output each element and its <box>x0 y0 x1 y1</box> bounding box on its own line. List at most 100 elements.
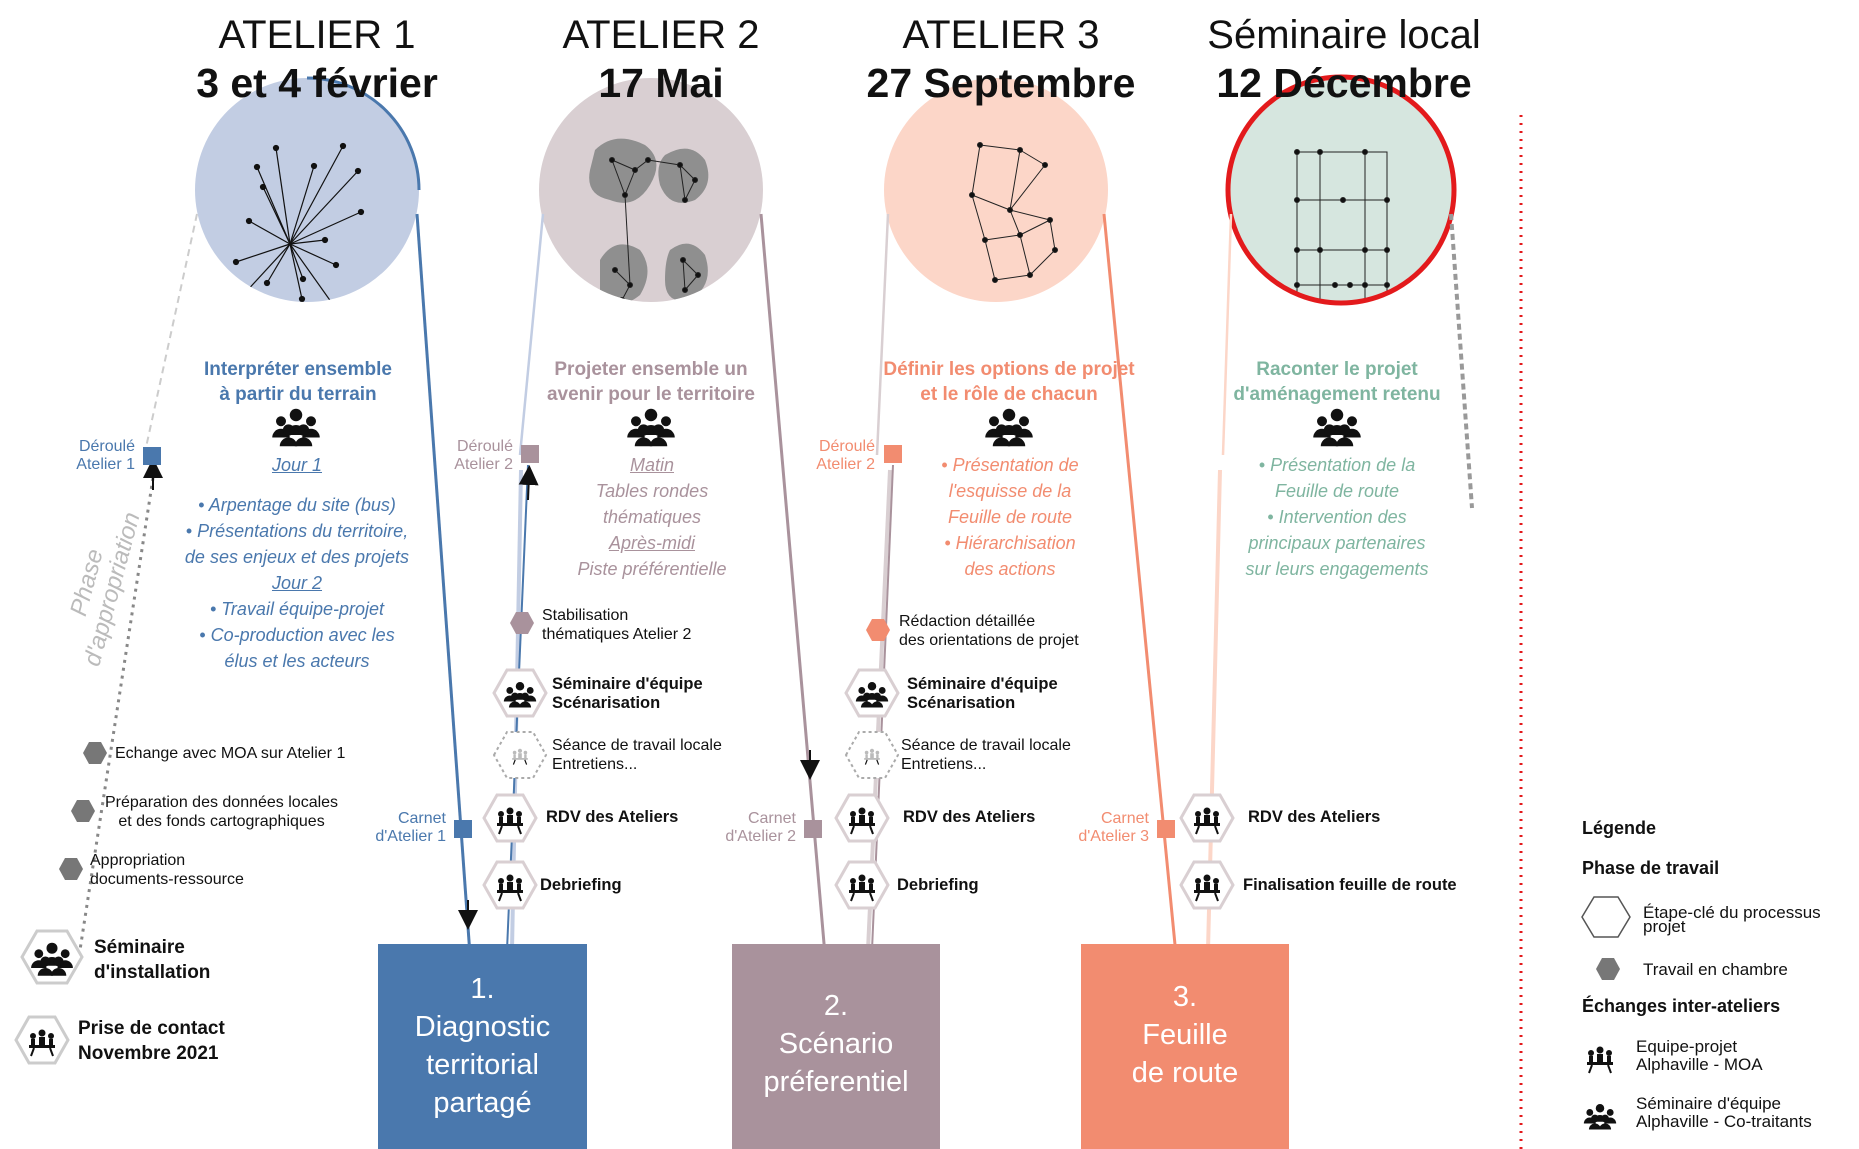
bullet: thématiques <box>602 507 702 527</box>
header-label: ATELIER 1 <box>218 13 416 57</box>
step-appropriation: Appropriation documents-ressource <box>90 851 244 889</box>
step-line: d'installation <box>94 962 211 983</box>
legend-line: Étape-clé du processus <box>1643 903 1821 922</box>
deroule-line: Atelier 2 <box>816 456 875 473</box>
bullet: élus et les acteurs <box>224 651 370 671</box>
step-line: Scénarisation <box>907 694 1016 712</box>
carnet-line: Carnet <box>747 810 796 827</box>
bullet: des actions <box>964 559 1056 579</box>
cluster-network-icon <box>589 138 709 302</box>
step-line: des orientations de projet <box>899 632 1079 649</box>
bullet: Tables rondes <box>595 481 709 501</box>
step-seminaire-installation: Séminaire d'installation <box>94 935 210 985</box>
bullet: • Travail équipe-projet <box>209 599 385 619</box>
step-echange-moa: Echange avec MOA sur Atelier 1 <box>115 745 346 762</box>
step-redaction: Rédaction détaillée des orientations de … <box>899 612 1079 650</box>
step-line: Rédaction détaillée <box>899 613 1036 630</box>
deliverable-line: Diagnostic <box>414 1011 551 1043</box>
title-line: à partir du terrain <box>219 384 377 405</box>
step-seminaire-equipe-2: Séminaire d'équipe Scénarisation <box>552 675 703 713</box>
deroule-atelier3: Déroulé Atelier 2 <box>790 438 875 474</box>
header-date: 3 et 4 février <box>196 60 438 106</box>
header-atelier1: ATELIER 1 3 et 4 février <box>147 12 487 108</box>
bullet: • Présentation de la <box>1258 455 1416 475</box>
deliverable-number: 1. <box>470 973 495 1005</box>
legend-hexagon-icon <box>1581 896 1631 938</box>
deroule-line: Déroulé <box>818 438 875 455</box>
bullet: Feuille de route <box>947 507 1073 527</box>
col2-description: Matin Tables rondes thématiques Après-mi… <box>552 452 752 582</box>
legend-line: Equipe-projet <box>1636 1037 1738 1056</box>
deliverable-number: 3. <box>1172 981 1198 1013</box>
deroule-line: Déroulé <box>78 438 135 455</box>
deliverable-line: préferentiel <box>763 1066 909 1098</box>
title-line: et le rôle de chacun <box>920 384 1098 405</box>
bullet: Feuille de route <box>1274 481 1400 501</box>
title-line: Raconter le projet <box>1256 359 1418 380</box>
bullet: • Présentations du territoire, <box>185 521 409 541</box>
step-line: Séance de travail locale <box>552 737 722 754</box>
step-rdv-ateliers-3: RDV des Ateliers <box>1248 808 1381 826</box>
carnet-line: d'Atelier 2 <box>725 828 796 845</box>
header-seminaire: Séminaire local 12 Décembre <box>1174 12 1514 108</box>
carnet-line: d'Atelier 1 <box>375 828 446 845</box>
deliverable-line: de route <box>1131 1057 1239 1089</box>
deroule-line: Déroulé <box>456 438 513 455</box>
deliverable-2-box <box>732 944 940 1149</box>
atelier2-circle <box>539 78 763 302</box>
bullet: • Intervention des <box>1267 507 1407 527</box>
step-line: Novembre 2021 <box>78 1043 219 1064</box>
deroule-atelier2: Déroulé Atelier 2 <box>428 438 513 474</box>
carnet-line: Carnet <box>397 810 446 827</box>
step-seance-locale-3: Séance de travail locale Entretiens... <box>901 736 1071 774</box>
deliverable-1-text: 1. Diagnostic territorial partagé <box>378 970 587 1122</box>
step-line: Préparation des données locales <box>105 794 339 811</box>
legend-equipe-projet: Equipe-projet Alphaville - MOA <box>1636 1038 1763 1074</box>
carnet-atelier1: Carnet d'Atelier 1 <box>350 810 446 846</box>
day-label: Jour 2 <box>271 573 323 593</box>
col4-description: • Présentation de la Feuille de route • … <box>1222 452 1452 582</box>
title-line: Projeter ensemble un <box>554 359 748 380</box>
col3-description: • Présentation de l'esquisse de la Feuil… <box>910 452 1110 582</box>
step-line: Stabilisation <box>542 607 629 624</box>
time-label: Matin <box>629 455 674 475</box>
legend-travail-chambre: Travail en chambre <box>1643 960 1788 979</box>
step-line: documents-ressource <box>90 871 244 888</box>
bullet: Piste préférentielle <box>577 559 727 579</box>
step-seminaire-equipe-3: Séminaire d'équipe Scénarisation <box>907 675 1058 713</box>
legend-line: Alphaville - MOA <box>1636 1055 1763 1074</box>
day-label: Jour 1 <box>271 455 323 475</box>
title-col1: Interpréter ensemble à partir du terrain <box>158 357 438 407</box>
deliverable-1-box <box>378 944 587 1149</box>
step-line: Séminaire d'équipe <box>907 675 1058 693</box>
grid-network-icon <box>1294 149 1390 302</box>
step-seance-locale-2: Séance de travail locale Entretiens... <box>552 736 722 774</box>
bullet: l'esquisse de la <box>948 481 1072 501</box>
deroule-line: Atelier 2 <box>454 456 513 473</box>
deliverable-2-text: 2. Scénario préferentiel <box>732 987 940 1101</box>
bullet: • Co-production avec les <box>199 625 395 645</box>
step-debriefing-1: Debriefing <box>540 876 622 894</box>
title-line: Définir les options de projet <box>883 359 1135 380</box>
deroule-line: Atelier 1 <box>76 456 135 473</box>
legend-echanges-title: Échanges inter-ateliers <box>1582 996 1781 1016</box>
bullet: sur leurs engagements <box>1245 559 1429 579</box>
step-line: Prise de contact <box>78 1018 225 1039</box>
title-line: Interpréter ensemble <box>204 359 392 380</box>
step-line: Scénarisation <box>552 694 661 712</box>
legend-seminaire-equipe: Séminaire d'équipe Alphaville - Co-trait… <box>1636 1095 1812 1131</box>
carnet-atelier3: Carnet d'Atelier 3 <box>1053 810 1149 846</box>
header-atelier3: ATELIER 3 27 Septembre <box>831 12 1171 108</box>
legend-line: Séminaire d'équipe <box>1636 1094 1782 1113</box>
bullet: de ses enjeux et des projets <box>184 547 410 567</box>
header-atelier2: ATELIER 2 17 Mai <box>491 12 831 108</box>
deliverable-line: Feuille <box>1142 1019 1228 1051</box>
step-line: Entretiens... <box>552 756 638 773</box>
highlight-ring <box>1225 74 1457 306</box>
bullet: • Arpentage du site (bus) <box>198 495 396 515</box>
step-line: Séminaire <box>94 937 185 958</box>
step-rdv-ateliers-1: RDV des Ateliers <box>546 808 679 826</box>
step-line: et des fonds cartographiques <box>118 813 325 830</box>
header-date: 12 Décembre <box>1216 60 1472 106</box>
